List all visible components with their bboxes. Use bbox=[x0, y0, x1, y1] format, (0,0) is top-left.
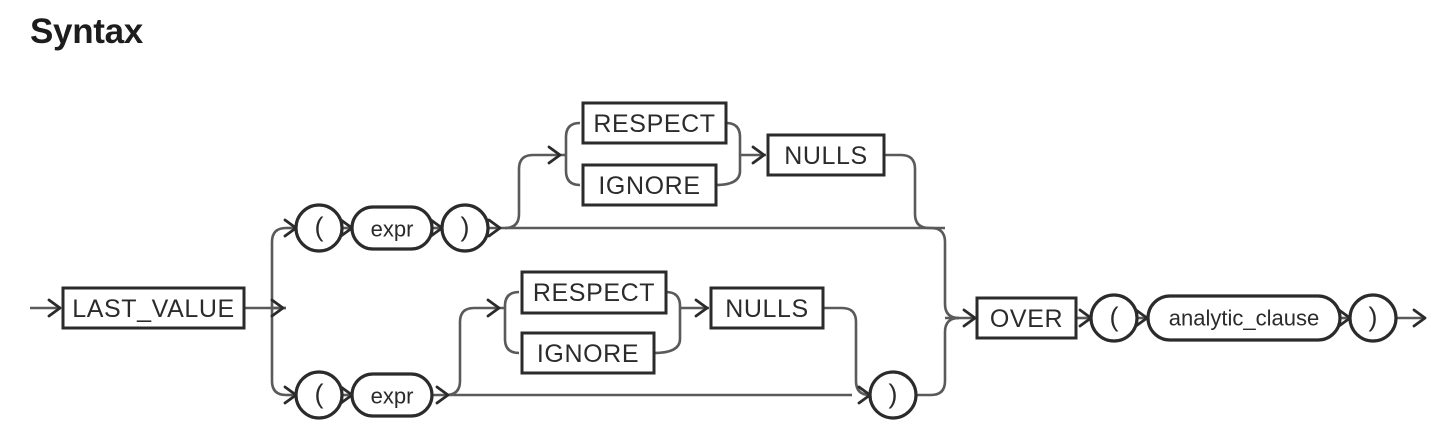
node-lower-respect-label: RESPECT bbox=[533, 279, 655, 307]
node-lower-close-paren: ) bbox=[868, 370, 918, 420]
node-lower-nulls-label: NULLS bbox=[725, 295, 809, 323]
node-lower-nulls: NULLS bbox=[709, 286, 825, 330]
node-upper-nulls: NULLS bbox=[766, 133, 886, 177]
node-analytic-open-paren-label: ( bbox=[1110, 302, 1119, 332]
node-analytic-clause: analytic_clause bbox=[1146, 294, 1342, 342]
node-upper-respect: RESPECT bbox=[581, 101, 728, 145]
node-upper-respect-label: RESPECT bbox=[593, 110, 715, 138]
node-upper-expr-label: expr bbox=[371, 217, 414, 242]
node-lower-close-paren-label: ) bbox=[889, 379, 898, 409]
node-analytic-close-paren-label: ) bbox=[1369, 302, 1378, 332]
node-close-paren-label: ) bbox=[461, 212, 470, 242]
node-lower-respect: RESPECT bbox=[520, 270, 668, 315]
node-analytic-open-paren: ( bbox=[1089, 293, 1139, 343]
node-upper-close-paren: ) bbox=[440, 203, 490, 253]
node-upper-expr: expr bbox=[350, 205, 434, 251]
node-lower-expr: expr bbox=[350, 372, 434, 418]
rail-arrowheads bbox=[47, 145, 1427, 405]
node-analytic-close-paren: ) bbox=[1348, 293, 1398, 343]
node-last-value: LAST_VALUE bbox=[61, 286, 246, 330]
node-lower-expr-label: expr bbox=[371, 384, 414, 409]
node-lower-ignore-label: IGNORE bbox=[537, 340, 639, 368]
node-open-paren-label: ( bbox=[315, 212, 324, 242]
node-lower-ignore: IGNORE bbox=[520, 331, 656, 375]
node-analytic-clause-label: analytic_clause bbox=[1169, 306, 1319, 331]
node-over-label: OVER bbox=[990, 305, 1063, 333]
railroad-diagram: LAST_VALUE ( expr ) RESPECT IGNOR bbox=[0, 60, 1450, 432]
node-upper-ignore: IGNORE bbox=[581, 163, 718, 207]
node-last-value-label: LAST_VALUE bbox=[72, 295, 235, 323]
node-upper-nulls-label: NULLS bbox=[784, 142, 868, 170]
node-upper-ignore-label: IGNORE bbox=[598, 172, 700, 200]
node-over: OVER bbox=[975, 296, 1078, 340]
node-lower-open-paren: ( bbox=[294, 370, 344, 420]
node-upper-open-paren: ( bbox=[294, 203, 344, 253]
node-lower-open-paren-label: ( bbox=[315, 379, 324, 409]
page-title: Syntax bbox=[30, 12, 143, 51]
rail-lines bbox=[30, 121, 1425, 397]
